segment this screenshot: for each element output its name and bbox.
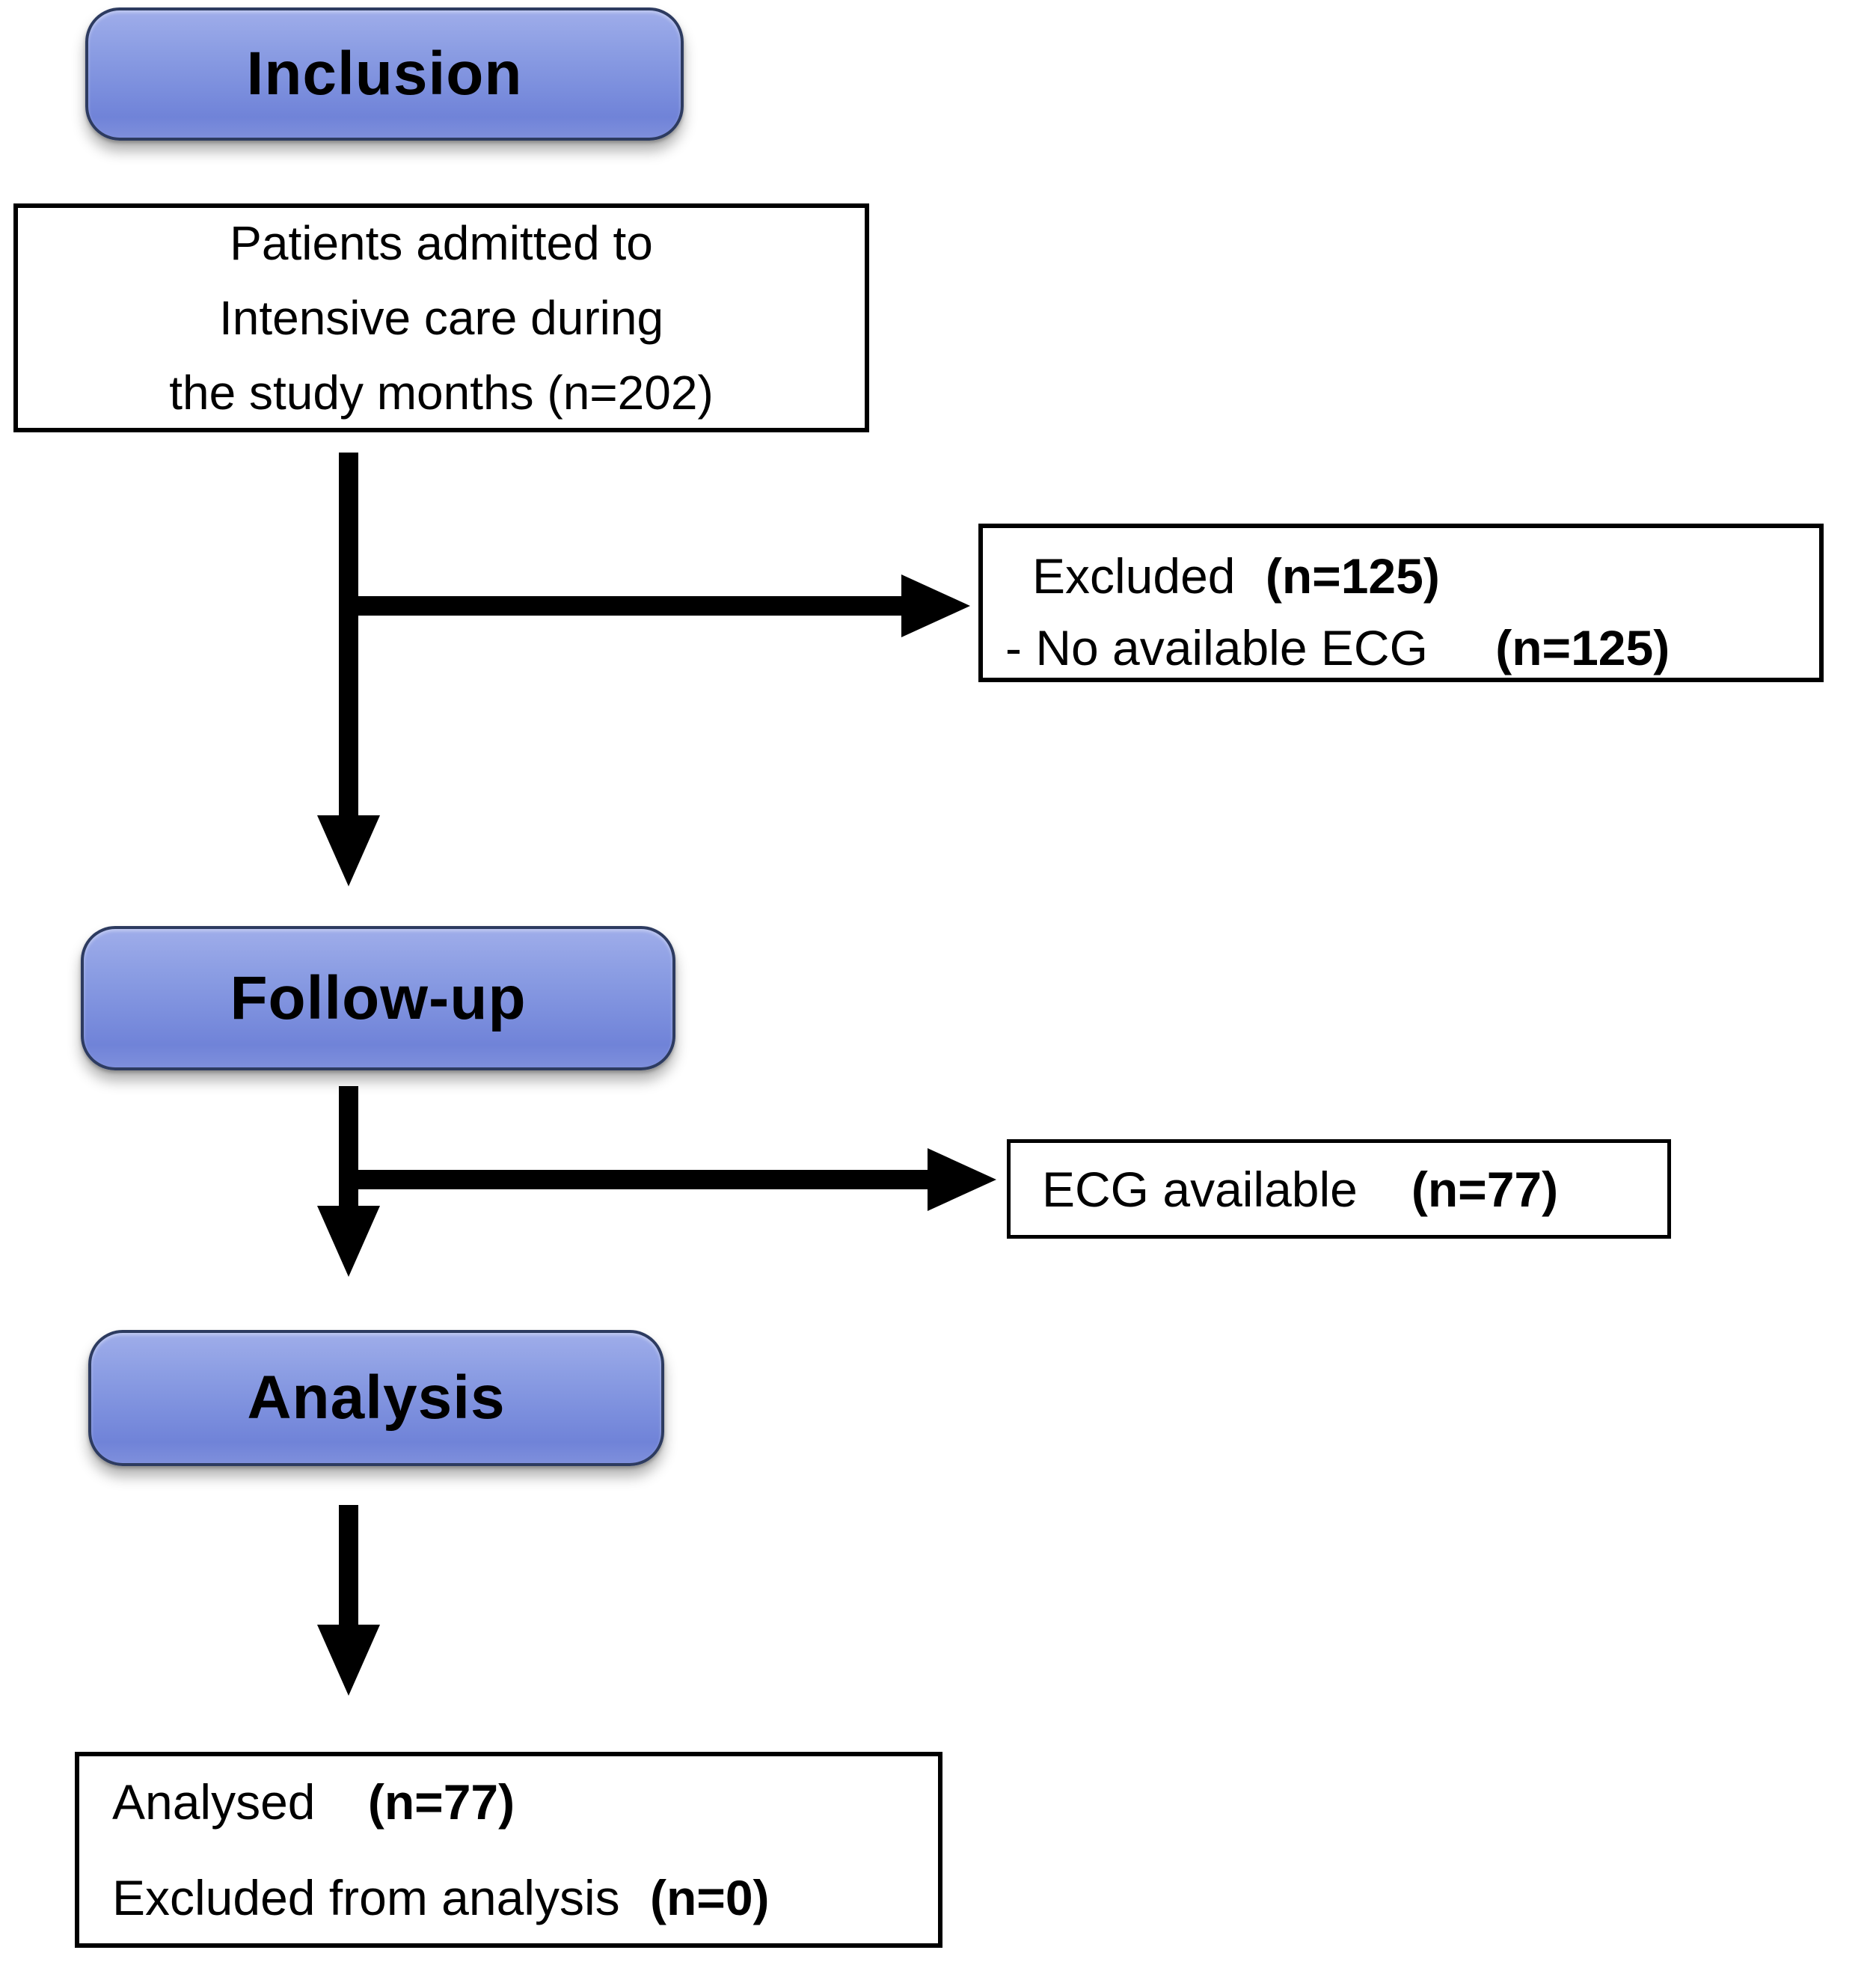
analysed-box: Analysed (n=77) Excluded from analysis (…	[75, 1752, 942, 1948]
analysed-line-2: Excluded from analysis (n=0)	[112, 1871, 938, 1925]
arrow-down-1-shaft	[339, 453, 358, 815]
excluded-box: Excluded (n=125) - No available ECG (n=1…	[978, 524, 1824, 682]
ecg-available-text: ECG available	[1042, 1161, 1358, 1217]
excluded-title: Excluded	[1032, 548, 1236, 604]
arrow-down-3-shaft	[339, 1505, 358, 1625]
stage-analysis: Analysis	[88, 1330, 664, 1466]
analysed-count: (n=77)	[367, 1774, 515, 1830]
stage-followup-label: Follow-up	[230, 963, 527, 1032]
arrow-down-2-head-icon	[317, 1206, 380, 1277]
stage-followup: Follow-up	[81, 926, 675, 1070]
analysed-line-1: Analysed (n=77)	[112, 1775, 938, 1829]
excluded-from-analysis-text: Excluded from analysis	[112, 1870, 620, 1925]
ecg-available-count: (n=77)	[1411, 1161, 1559, 1217]
arrow-down-3-head-icon	[317, 1625, 380, 1696]
excluded-line-2: - No available ECG (n=125)	[1005, 612, 1819, 684]
stage-inclusion-label: Inclusion	[246, 40, 523, 108]
excluded-title-count: (n=125)	[1265, 548, 1440, 604]
excluded-line-1: Excluded (n=125)	[1005, 540, 1819, 612]
patients-line-3: the study months (n=202)	[169, 366, 714, 420]
patients-line-2: Intensive care during	[218, 291, 664, 345]
stage-analysis-label: Analysis	[247, 1364, 506, 1432]
excluded-from-analysis-count: (n=0)	[649, 1870, 770, 1925]
arrow-down-1-head-icon	[317, 815, 380, 886]
arrow-right-2-head-icon	[928, 1148, 996, 1211]
arrow-right-1-head-icon	[901, 574, 970, 637]
patients-line-1: Patients admitted to	[230, 216, 653, 270]
patients-box: Patients admitted to Intensive care duri…	[13, 203, 869, 432]
stage-inclusion: Inclusion	[85, 7, 684, 141]
arrow-right-2-shaft	[349, 1170, 928, 1189]
arrow-right-1-shaft	[339, 596, 901, 616]
analysed-text: Analysed	[112, 1774, 316, 1830]
excluded-reason: - No available ECG	[1005, 620, 1428, 675]
ecg-available-box: ECG available (n=77)	[1007, 1139, 1671, 1239]
excluded-reason-count: (n=125)	[1495, 620, 1670, 675]
